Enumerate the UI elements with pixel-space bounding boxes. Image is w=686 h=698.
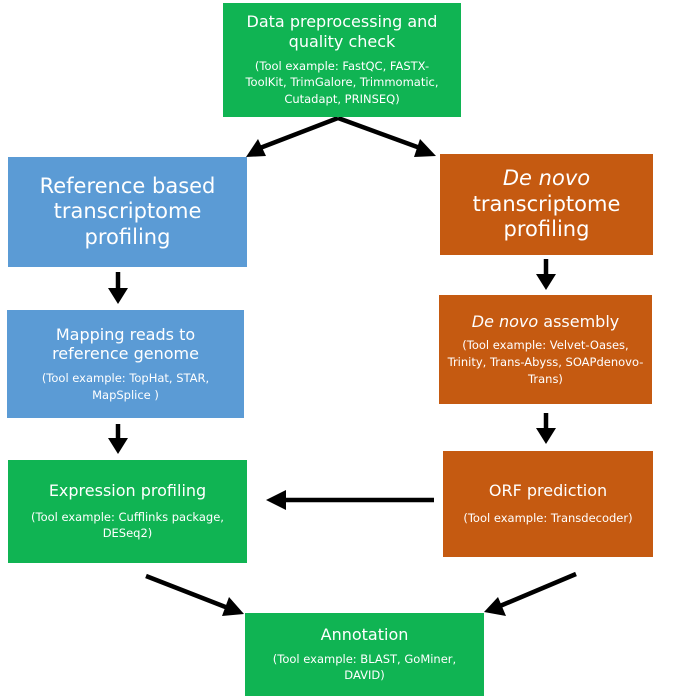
preprocessing-title-line1: Data preprocessing and <box>246 12 438 32</box>
reference-based-line3: profiling <box>84 224 171 249</box>
mapping-tools-line2: MapSplice ) <box>92 387 159 402</box>
de-novo-assembly-title-italic: De novo <box>471 311 539 331</box>
annotation-box: Annotation (Tool example: BLAST, GoMiner… <box>245 613 484 696</box>
de-novo-assembly-tools-line1: (Tool example: Velvet-Oases, <box>462 338 629 353</box>
reference-based-line2: transcriptome <box>53 199 202 224</box>
mapping-title-line2: reference genome <box>52 344 199 364</box>
preprocessing-box: Data preprocessing and quality check (To… <box>223 3 461 117</box>
expression-tools-line1: (Tool example: Cufflinks package, <box>31 509 224 524</box>
preprocessing-tools-line2: ToolKit, TrimGalore, Trimmomatic, <box>245 75 439 90</box>
annotation-tools-line2: DAVID) <box>344 668 385 683</box>
de-novo-profiling-line3: profiling <box>503 217 590 242</box>
de-novo-profiling-box: De novo transcriptome profiling <box>440 154 653 255</box>
de-novo-profiling-line1: De novo <box>502 166 591 191</box>
mapping-title-line1: Mapping reads to <box>55 324 196 344</box>
de-novo-profiling-line2: transcriptome <box>472 191 621 216</box>
mapping-box: Mapping reads to reference genome (Tool … <box>7 310 244 418</box>
reference-based-box: Reference based transcriptome profiling <box>8 157 247 267</box>
orf-prediction-box: ORF prediction (Tool example: Transdecod… <box>443 451 653 557</box>
expression-profiling-box: Expression profiling (Tool example: Cuff… <box>8 460 247 563</box>
arrow-preprocessing-to-reference <box>246 115 339 157</box>
preprocessing-tools-line3: Cutadapt, PRINSEQ) <box>284 91 400 106</box>
arrow-de-novo-to-assembly <box>536 259 556 290</box>
mapping-tools-line1: (Tool example: TopHat, STAR, <box>41 370 210 385</box>
de-novo-assembly-title: De novo assembly <box>472 312 620 332</box>
arrow-expression-to-annotation <box>145 573 244 616</box>
de-novo-assembly-tools-line2: Trinity, Trans-Abyss, SOAPdenovo- <box>447 354 644 369</box>
de-novo-assembly-tools-line3: Trans) <box>528 371 563 386</box>
expression-tools-line2: DESeq2) <box>102 526 153 541</box>
arrow-reference-to-mapping <box>108 272 128 304</box>
annotation-tools-line1: (Tool example: BLAST, GoMiner, <box>272 651 457 666</box>
arrow-preprocessing-to-de-novo <box>337 115 436 157</box>
preprocessing-title-line2: quality check <box>288 31 396 51</box>
arrow-orf-to-annotation <box>484 571 577 616</box>
de-novo-assembly-title-rest: assembly <box>538 311 620 331</box>
arrow-mapping-to-expression <box>108 424 128 454</box>
orf-title: ORF prediction <box>488 480 608 500</box>
preprocessing-tools-line1: (Tool example: FastQC, FASTX- <box>254 58 430 73</box>
de-novo-assembly-box: De novo assembly (Tool example: Velvet-O… <box>439 295 652 404</box>
arrow-orf-to-expression <box>266 490 434 510</box>
expression-title: Expression profiling <box>48 481 207 501</box>
annotation-title: Annotation <box>320 625 409 645</box>
arrow-assembly-to-orf <box>536 413 556 444</box>
orf-tools-line1: (Tool example: Transdecoder) <box>463 511 633 526</box>
reference-based-line1: Reference based <box>39 173 216 198</box>
